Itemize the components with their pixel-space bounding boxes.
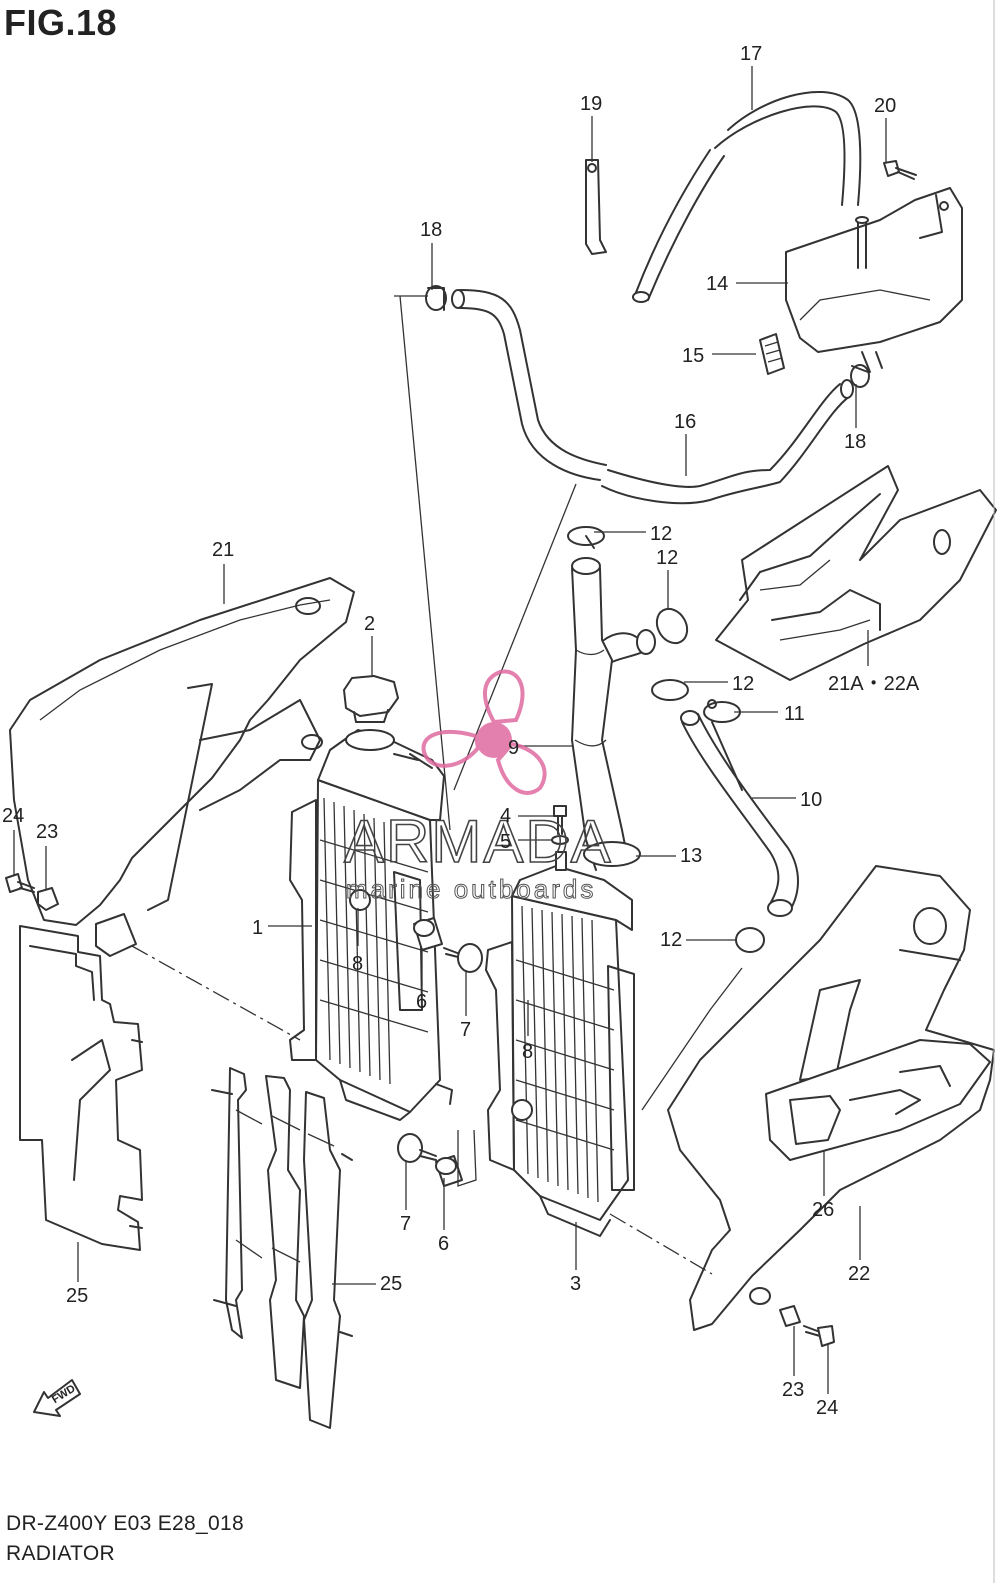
overflow-hose xyxy=(632,91,862,303)
clamp-12-d xyxy=(735,927,765,953)
callout-18-b: 18 xyxy=(844,431,866,453)
callout-13: 13 xyxy=(680,845,702,867)
callout-23-left: 23 xyxy=(36,821,58,843)
washer-23-left xyxy=(37,887,59,911)
watermark-brand: ARMADA xyxy=(344,808,613,875)
radiator-hose-9 xyxy=(571,557,656,871)
model-code: DR-Z400Y E03 E28_018 xyxy=(6,1512,244,1535)
callout-23-right: 23 xyxy=(782,1379,804,1401)
callout-12-c: 12 xyxy=(732,673,754,695)
radiator-guard-center-25 xyxy=(211,1067,353,1429)
callout-8-a: 8 xyxy=(352,953,363,975)
callout-25-center: 25 xyxy=(380,1273,402,1295)
collar xyxy=(555,851,567,871)
callout-1: 1 xyxy=(252,917,263,939)
callout-6-b: 6 xyxy=(438,1233,449,1255)
clamp-12-c xyxy=(651,679,689,701)
callout-7-b: 7 xyxy=(400,1213,411,1235)
callout-24-right: 24 xyxy=(816,1397,838,1419)
clamp-11 xyxy=(703,699,741,723)
callout-2: 2 xyxy=(364,613,375,635)
washer-23-right xyxy=(779,1305,801,1327)
bolt-7-upper xyxy=(443,943,483,973)
callout-9: 9 xyxy=(508,737,519,759)
callout-8-b: 8 xyxy=(522,1041,533,1063)
callout-3: 3 xyxy=(570,1273,581,1295)
callout-labels: 17 19 20 18 14 15 16 18 12 12 21 2 12 11… xyxy=(2,43,920,1419)
clamp-12-b xyxy=(655,607,689,645)
clamp-18-right xyxy=(850,364,870,388)
section-name: RADIATOR xyxy=(6,1542,115,1565)
watermark-logo xyxy=(421,669,547,795)
radiator-cap xyxy=(343,675,399,723)
callout-11: 11 xyxy=(784,703,805,725)
callout-12-a: 12 xyxy=(650,523,672,545)
watermark-tagline: marine outboards xyxy=(346,874,596,904)
bolt-20 xyxy=(883,160,917,180)
clamp-18-left xyxy=(425,285,447,311)
bolt-7-lower xyxy=(397,1133,437,1163)
callout-16: 16 xyxy=(674,411,696,433)
callout-4: 4 xyxy=(500,805,511,827)
clamp-13 xyxy=(583,841,641,867)
callout-15: 15 xyxy=(682,345,704,367)
clamp-12-a xyxy=(567,526,605,549)
callout-26: 26 xyxy=(812,1199,834,1221)
radiator-left xyxy=(289,729,453,1121)
callout-24-left: 24 xyxy=(2,805,24,827)
figure-title: FIG.18 xyxy=(4,2,118,43)
decal-21a-22a xyxy=(715,465,997,681)
callout-22: 22 xyxy=(848,1263,870,1285)
callout-12-b: 12 xyxy=(656,547,678,569)
callout-19: 19 xyxy=(580,93,602,115)
grommet-6-lower xyxy=(435,1155,463,1187)
callout-7-a: 7 xyxy=(460,1019,471,1041)
callout-12-d: 12 xyxy=(660,929,682,951)
screw-24-right xyxy=(803,1325,835,1347)
callout-21: 21 xyxy=(212,539,234,561)
callout-18-a: 18 xyxy=(420,219,442,241)
hose-clip-19 xyxy=(585,159,607,255)
callout-6-a: 6 xyxy=(416,991,427,1013)
radiator-right xyxy=(485,865,635,1237)
grommet-8-left xyxy=(349,889,371,911)
cushion-15 xyxy=(759,333,785,375)
callout-14: 14 xyxy=(706,273,728,295)
callout-5: 5 xyxy=(500,831,511,853)
callout-10: 10 xyxy=(800,789,822,811)
bolt-4 xyxy=(553,805,567,835)
callout-21a-22a: 21A・22A xyxy=(828,673,920,695)
radiator-hose-16 xyxy=(451,289,854,505)
radiator-shroud-left-21 xyxy=(9,577,355,957)
forward-direction-arrow: FWD xyxy=(33,1379,81,1417)
callout-17: 17 xyxy=(740,43,762,65)
callout-leaders xyxy=(13,66,887,1394)
callout-20: 20 xyxy=(874,95,896,117)
radiator-guard-left-25 xyxy=(19,925,143,1251)
decal-26 xyxy=(765,1039,991,1161)
assembly-lines xyxy=(131,295,743,1275)
radiator-hose-10 xyxy=(680,710,799,917)
reservoir-tank xyxy=(785,187,963,373)
grommet-6-upper xyxy=(413,917,443,951)
callout-25-left: 25 xyxy=(66,1285,88,1307)
